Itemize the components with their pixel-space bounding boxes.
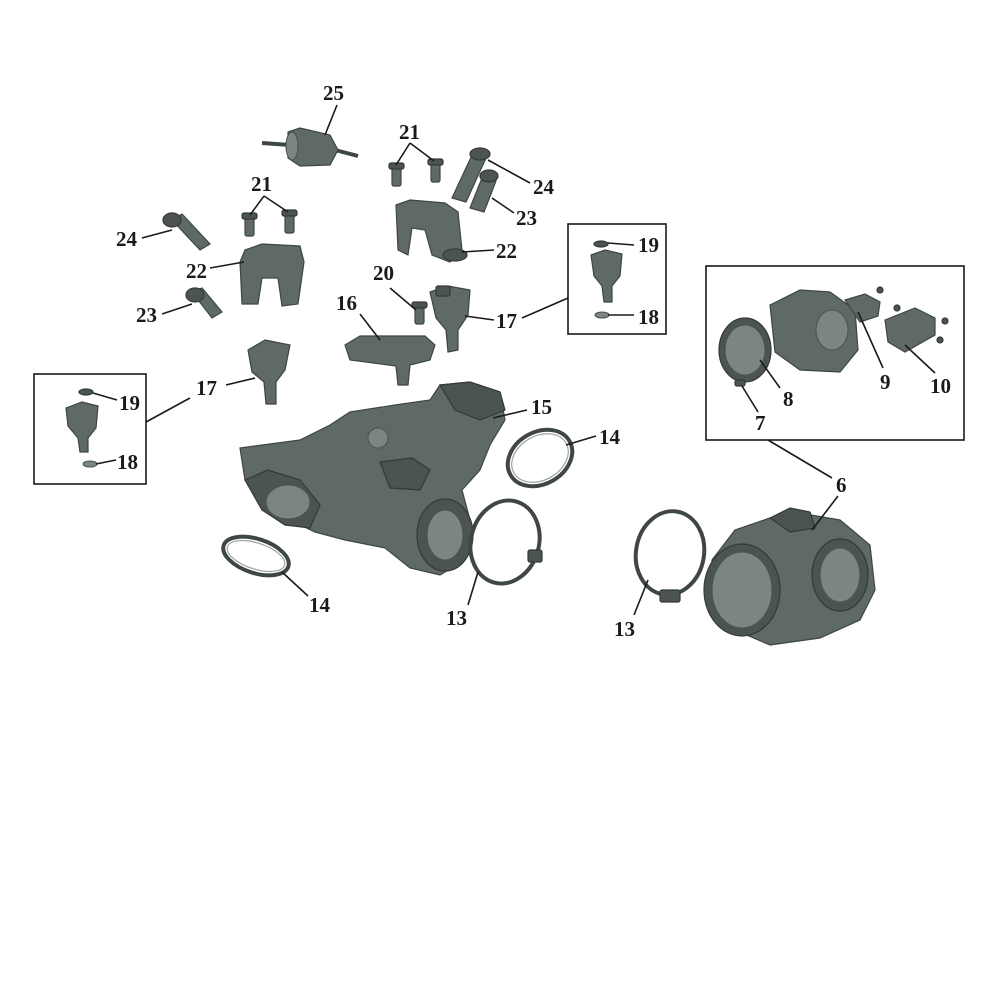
part-23-bolt-upper bbox=[469, 169, 499, 213]
callout-labels: 25 21 24 21 23 24 22 22 20 23 16 17 19 1… bbox=[116, 81, 951, 641]
callout-20: 20 bbox=[373, 261, 394, 285]
part-22-bracket-left bbox=[239, 243, 305, 307]
callout-16: 16 bbox=[336, 291, 357, 315]
part-21-screws-left bbox=[241, 209, 298, 237]
part-24-bolt-upper bbox=[451, 147, 491, 203]
callout-21-left: 21 bbox=[251, 172, 272, 196]
callout-6: 6 bbox=[836, 473, 847, 497]
inset-throttle-body bbox=[705, 265, 965, 441]
callout-13-center: 13 bbox=[446, 606, 467, 630]
callout-17-left: 17 bbox=[196, 376, 217, 400]
callout-18-right: 18 bbox=[638, 305, 659, 329]
part-16-map-sensor bbox=[344, 335, 436, 386]
callout-13-right: 13 bbox=[614, 617, 635, 641]
callout-18-left: 18 bbox=[117, 450, 138, 474]
part-14-o-ring-left bbox=[221, 534, 291, 578]
callout-24-upper: 24 bbox=[533, 175, 555, 199]
inset-injector-right bbox=[567, 223, 667, 335]
callout-8: 8 bbox=[783, 387, 794, 411]
part-22-bracket-upper bbox=[395, 199, 468, 263]
part-17-injector-center bbox=[429, 285, 471, 353]
callout-10: 10 bbox=[930, 374, 951, 398]
callout-22-left: 22 bbox=[186, 259, 207, 283]
part-25-fuel-filter bbox=[261, 127, 359, 167]
callout-21-upper: 21 bbox=[399, 120, 420, 144]
callout-7: 7 bbox=[755, 411, 766, 435]
callout-19-left: 19 bbox=[119, 391, 140, 415]
part-6-throttle-body bbox=[703, 507, 876, 646]
callout-24-left: 24 bbox=[116, 227, 138, 251]
part-24-bolt-left bbox=[162, 212, 211, 251]
part-15-intake-manifold bbox=[239, 381, 506, 576]
part-21-screws-upper bbox=[388, 158, 444, 187]
callout-9: 9 bbox=[880, 370, 891, 394]
callout-23-left: 23 bbox=[136, 303, 157, 327]
callout-22-upper: 22 bbox=[496, 239, 517, 263]
part-13-clamp-right bbox=[633, 509, 707, 603]
part-17-injector-left bbox=[247, 339, 291, 405]
part-23-bolt-left bbox=[185, 287, 223, 319]
callout-25: 25 bbox=[323, 81, 344, 105]
callout-14-right: 14 bbox=[599, 425, 621, 449]
inset-injector-left bbox=[33, 373, 147, 485]
callout-14-left: 14 bbox=[309, 593, 331, 617]
callout-17-center: 17 bbox=[496, 309, 517, 333]
part-14-o-ring-right bbox=[505, 427, 575, 489]
part-13-clamp-center bbox=[468, 498, 543, 586]
callout-23-upper: 23 bbox=[516, 206, 537, 230]
part-20-screw bbox=[411, 301, 428, 325]
leader-lines bbox=[92, 104, 936, 616]
callout-15: 15 bbox=[531, 395, 552, 419]
callout-19-right: 19 bbox=[638, 233, 659, 257]
